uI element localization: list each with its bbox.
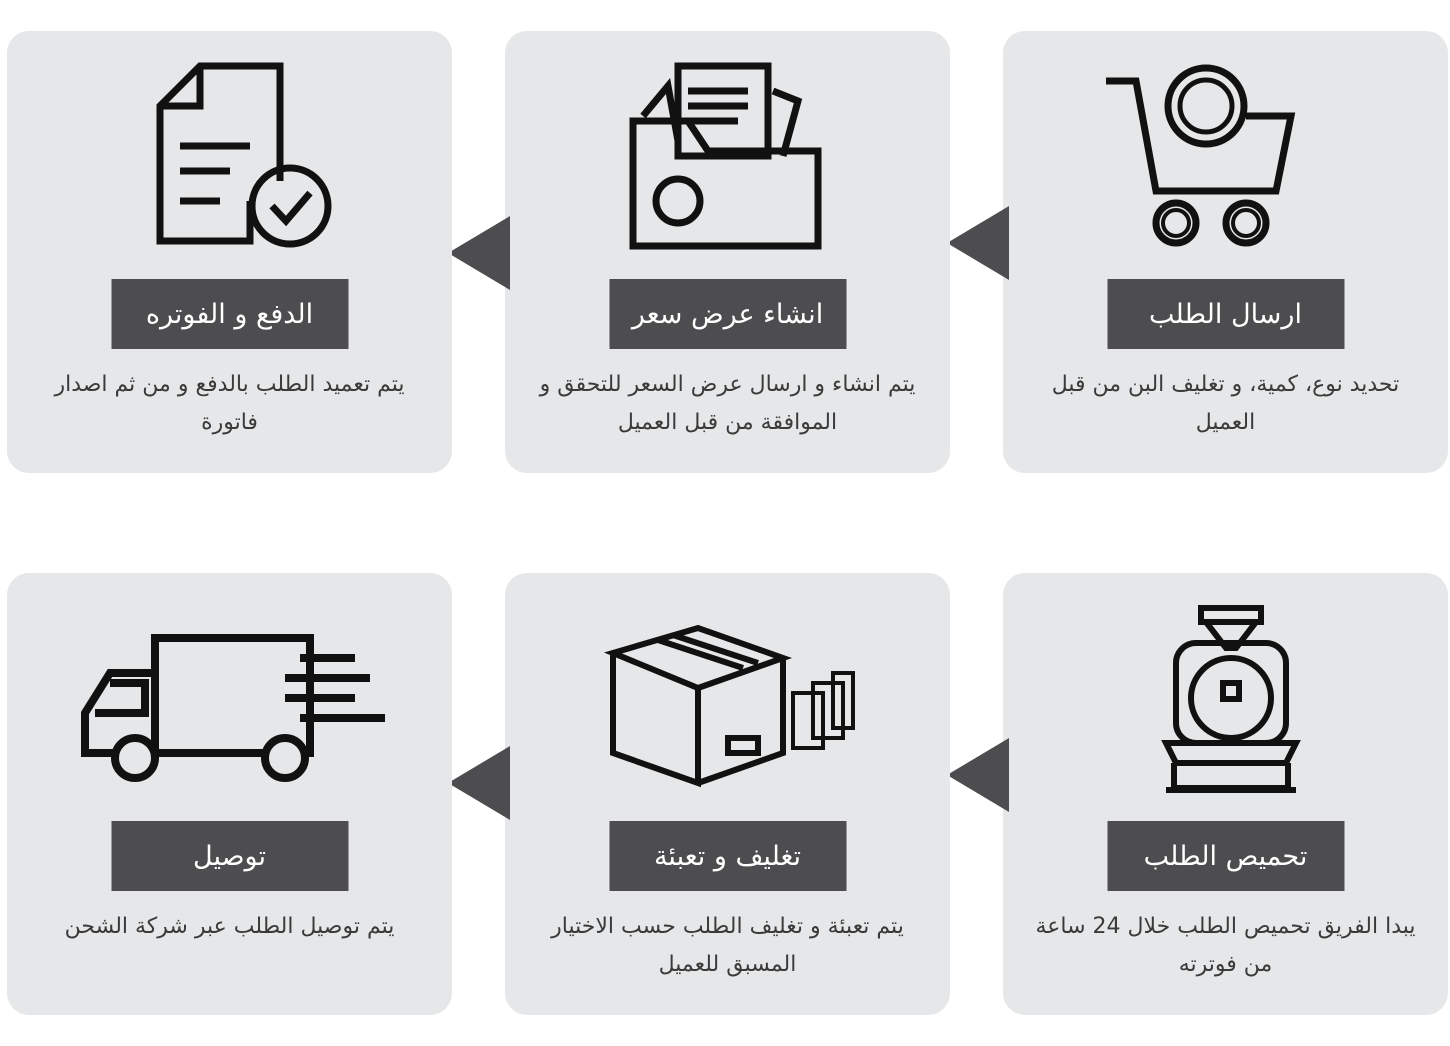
step-title: الدفع و الفوتره [111,279,348,349]
step-description: يتم انشاء و ارسال عرض السعر للتحقق و الم… [539,372,916,435]
step-card-delivery: توصيل يتم توصيل الطلب عبر شركة الشحن [7,573,452,1015]
step-description: يتم تعبئة و تغليف الطلب حسب الاختيار الم… [551,914,904,977]
step-card-quote: انشاء عرض سعر يتم انشاء و ارسال عرض السع… [505,31,950,473]
step-title: ارسال الطلب [1107,279,1344,349]
step-card-packing: تغليف و تعبئة يتم تعبئة و تغليف الطلب حس… [505,573,950,1015]
flow-arrow-left [448,746,510,820]
flow-arrow-left [947,206,1009,280]
step-title: تحميص الطلب [1107,821,1344,891]
step-title: انشاء عرض سعر [609,279,846,349]
step-card-payment: الدفع و الفوتره يتم تعميد الطلب بالدفع و… [7,31,452,473]
step-card-roasting: تحميص الطلب يبدا الفريق تحميص الطلب خلال… [1003,573,1448,1015]
box-packages-icon [603,624,855,788]
step-title: توصيل [111,821,348,891]
step-title: تغليف و تعبئة [609,821,846,891]
step-description: يتم توصيل الطلب عبر شركة الشحن [64,914,395,939]
flow-arrow-left [448,216,510,290]
step-description: يتم تعميد الطلب بالدفع و من ثم اصدار فات… [54,372,405,435]
delivery-truck-icon [80,634,385,782]
step-description: تحديد نوع، كمية، و تغليف البن من قبل الع… [1051,372,1400,435]
invoice-check-icon [156,62,331,248]
step-card-send-order: ارسال الطلب تحديد نوع، كمية، و تغليف الب… [1003,31,1448,473]
roaster-machine-icon [1160,605,1301,793]
folder-documents-icon [629,62,821,250]
cart-whatsapp-icon [1105,64,1295,247]
step-description: يبدا الفريق تحميص الطلب خلال 24 ساعة من … [1035,914,1416,977]
flow-arrow-left [947,738,1009,812]
